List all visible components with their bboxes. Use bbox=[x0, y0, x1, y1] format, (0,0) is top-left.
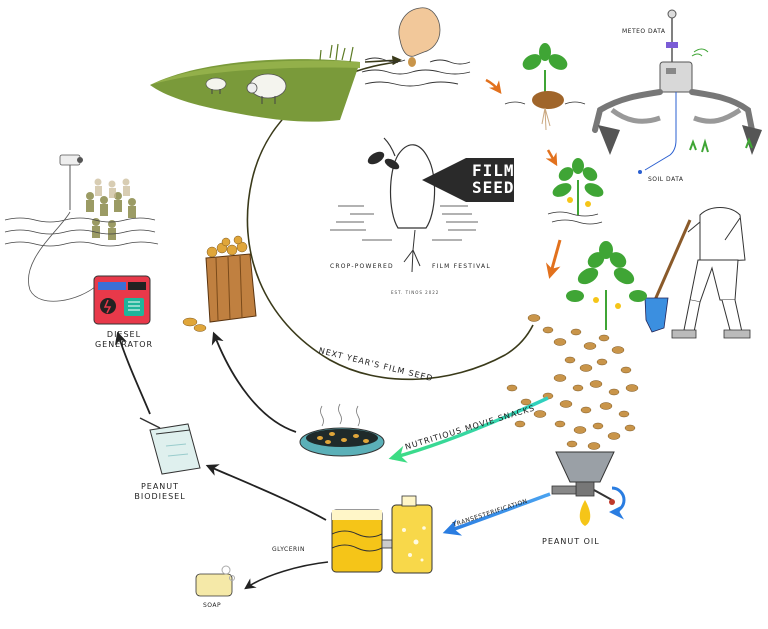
peanut-oil-press-illustration bbox=[551, 451, 626, 526]
scattered-peanuts bbox=[506, 314, 639, 450]
biodiesel-to-generator-arrow bbox=[114, 331, 151, 415]
soil-data-label: SOIL DATA bbox=[648, 176, 684, 183]
pasture-sheep-illustration bbox=[150, 43, 360, 122]
logo-line-seed: SEED bbox=[472, 178, 515, 197]
biodiesel-arrow bbox=[205, 464, 327, 521]
festival-right-text: FILM FESTIVAL bbox=[432, 263, 491, 270]
established-text: EST. TINOS 2022 bbox=[391, 290, 440, 295]
growth-arrow-2 bbox=[545, 149, 558, 167]
meteo-data-label: METEO DATA bbox=[622, 28, 666, 35]
seedling-sprout-illustration bbox=[504, 43, 586, 131]
hand-planting-seed-illustration bbox=[361, 7, 471, 87]
festival-left-text: CROP-POWERED bbox=[330, 263, 394, 270]
growth-arrow-3 bbox=[545, 239, 562, 279]
biodiesel-reactor-tanks-illustration bbox=[331, 495, 433, 574]
diesel-generator-label: DIESEL GENERATOR bbox=[84, 330, 164, 350]
biodiesel-label-line1: PEANUT bbox=[140, 482, 180, 491]
film-seed-logo-text: FILM SEED bbox=[472, 162, 515, 196]
outdoor-cinema-audience-illustration bbox=[4, 154, 159, 302]
soap-label: SOAP bbox=[203, 602, 222, 609]
diesel-generator-illustration bbox=[93, 275, 151, 325]
peanut-oil-label: PEANUT OIL bbox=[542, 537, 600, 546]
snacks-arrow bbox=[388, 396, 549, 463]
biodiesel-jerrycan-illustration bbox=[139, 417, 201, 475]
snacks-to-crate-arrow bbox=[211, 331, 297, 433]
peanut-biodiesel-label: PEANUT BIODIESEL bbox=[128, 482, 192, 502]
glycerin-arrow bbox=[244, 561, 329, 590]
generator-label-line2: GENERATOR bbox=[94, 340, 154, 349]
soap-bar-illustration bbox=[195, 565, 235, 597]
farmer-digging-illustration bbox=[644, 207, 751, 339]
film-seed-logo bbox=[330, 137, 514, 273]
transesterification-arrow bbox=[442, 492, 551, 536]
biodiesel-label-line2: BIODIESEL bbox=[134, 492, 186, 501]
generator-label-line1: DIESEL bbox=[106, 330, 142, 339]
peanut-crate-illustration bbox=[182, 235, 257, 332]
roasted-peanut-dish-illustration bbox=[299, 403, 385, 457]
harvested-peanut-plant-illustration bbox=[566, 241, 647, 330]
logo-line-film: FILM bbox=[472, 161, 515, 180]
glycerin-label: GLYCERIN bbox=[272, 546, 305, 553]
young-peanut-plant-illustration bbox=[547, 158, 604, 225]
growth-arrow-1 bbox=[485, 78, 502, 94]
soil-sensor-robot-illustration bbox=[592, 9, 762, 174]
